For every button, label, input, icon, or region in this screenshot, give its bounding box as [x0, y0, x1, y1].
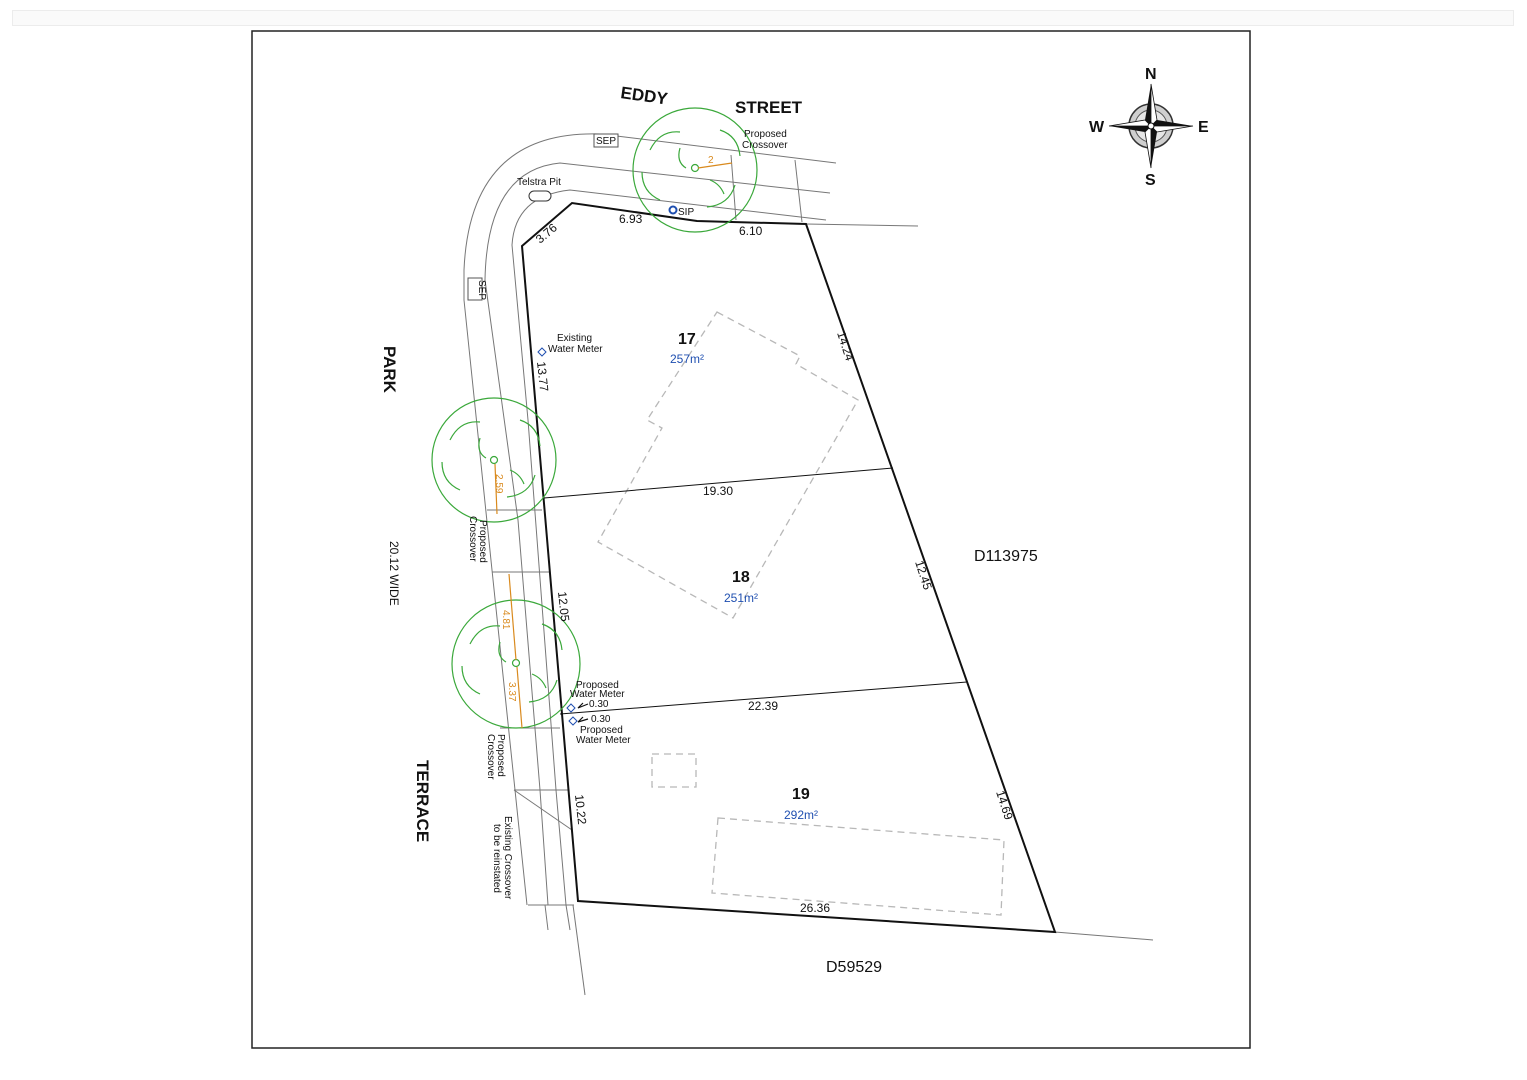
tree-park-terrace-2: [451, 599, 581, 729]
proposed-crossover-top-label-1: Proposed: [744, 129, 787, 140]
street-name-park: PARK: [380, 346, 399, 394]
lot-19-number: 19: [792, 786, 810, 803]
compass-north-label: N: [1145, 66, 1157, 83]
meter-arrow-b: [577, 716, 589, 723]
proposed-crossover-mid-label-2: Crossover: [467, 516, 478, 562]
dimension-6-10: 6.10: [739, 224, 763, 238]
proposed-water-meter-b-label-2: Water Meter: [576, 735, 631, 746]
sip-label: SIP: [678, 207, 694, 218]
tree-park-terrace-1: [431, 397, 557, 523]
tree-offset-label-4: 3.37: [506, 682, 517, 702]
tree-offset-label-3: 4.81: [500, 610, 511, 630]
proposed-crossover-low-label-1: Proposed: [495, 734, 506, 777]
road-lines: [463, 133, 1154, 996]
adjoining-parcel-south: D59529: [826, 959, 882, 976]
adjoining-parcel-east: D113975: [974, 548, 1038, 565]
dimension-14-24: 14.24: [834, 330, 857, 363]
lot-18-number: 18: [732, 569, 750, 586]
dimension-12-45: 12.45: [912, 559, 935, 592]
dimension-3-76: 3.76: [533, 220, 560, 246]
dimension-6-93: 6.93: [619, 212, 643, 226]
tree-offset-lines: [494, 162, 733, 729]
dimension-0-30-b: 0.30: [591, 714, 611, 725]
existing-water-meter-label-1: Existing: [557, 333, 592, 344]
existing-crossover-label-2: to be reinstated: [491, 824, 502, 893]
sep-label-top: SEP: [596, 136, 616, 147]
proposed-water-meter-a-label-1: Proposed: [576, 680, 619, 691]
existing-crossover-label-1: Existing Crossover: [502, 816, 513, 900]
sheet-frame: [251, 30, 1251, 1049]
street-name-terrace: TERRACE: [413, 760, 432, 842]
lot-boundaries: [520, 201, 1057, 934]
sep-box-left: [467, 277, 483, 301]
building-envelope-17-18: [597, 311, 859, 619]
dimension-12-05: 12.05: [555, 591, 572, 623]
tree-trunk-1: [690, 163, 700, 173]
tree-offset-label-1: 2: [708, 155, 714, 166]
lot-19-area: 292m²: [784, 808, 818, 822]
meter-arrow-a: [577, 702, 589, 709]
proposed-water-meter-marker-a: [566, 703, 576, 713]
compass-rose-icon: [1108, 83, 1194, 169]
proposed-crossover-mid-label-1: Proposed: [477, 520, 488, 563]
street-name-eddy: EDDY: [619, 83, 669, 108]
sep-label-left: SEP: [476, 280, 487, 300]
proposed-water-meter-b-label-1: Proposed: [580, 725, 623, 736]
dimension-0-30-a: 0.30: [589, 699, 609, 710]
existing-water-meter-label-2: Water Meter: [548, 344, 603, 355]
existing-water-meter-marker: [537, 347, 547, 357]
sep-box-top: [593, 133, 619, 148]
trees: [431, 107, 758, 729]
dimension-26-36: 26.36: [800, 901, 830, 915]
building-envelope-shed: [651, 753, 697, 788]
tree-eddy-street: [632, 107, 758, 233]
street-name-street: STREET: [735, 98, 803, 117]
telstra-pit: [528, 190, 552, 202]
proposed-crossover-low-label-2: Crossover: [485, 734, 496, 780]
telstra-pit-label: Telstra Pit: [517, 177, 561, 188]
proposed-water-meter-a-label-2: Water Meter: [570, 689, 625, 700]
dimension-10-22: 10.22: [572, 794, 589, 826]
dimension-13-77: 13.77: [534, 361, 551, 393]
top-toolbar-strip: [12, 10, 1514, 26]
proposed-crossover-top-label-2: Crossover: [742, 140, 788, 151]
building-envelope-19: [711, 817, 1005, 916]
building-envelopes: [597, 311, 1005, 916]
tree-trunk-3: [511, 658, 521, 668]
dimension-19-30: 19.30: [703, 484, 733, 498]
road-width-label: 20.12 WIDE: [387, 541, 401, 606]
dimension-22-39: 22.39: [748, 699, 778, 713]
compass-south-label: S: [1145, 172, 1156, 189]
lot-17-area: 257m²: [670, 352, 704, 366]
sip-marker: [668, 205, 678, 215]
lot-18-area: 251m²: [724, 591, 758, 605]
dimension-14-69: 14.69: [993, 789, 1016, 822]
compass-west-label: W: [1089, 119, 1105, 136]
proposed-water-meter-marker-b: [568, 716, 578, 726]
lot-17-number: 17: [678, 331, 696, 348]
tree-trunk-2: [489, 455, 499, 465]
compass-east-label: E: [1198, 119, 1209, 136]
tree-offset-label-2: 2.59: [493, 474, 504, 494]
